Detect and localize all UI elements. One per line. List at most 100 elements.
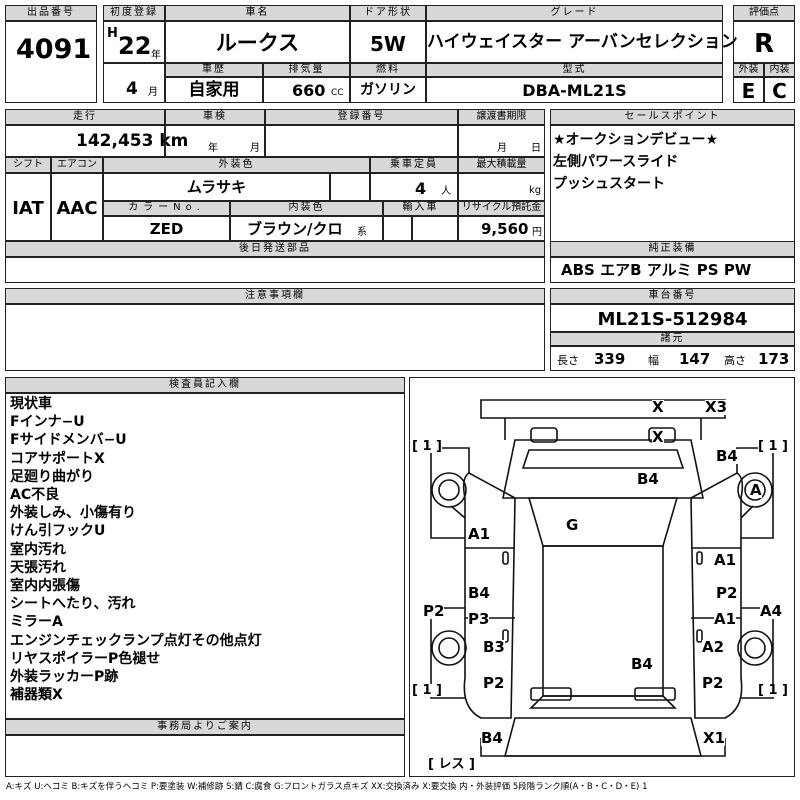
damage-mark: X3 xyxy=(705,398,728,416)
capacity-box: 4 人 xyxy=(370,173,458,201)
transfer-label-box: 譲渡書期限 xyxy=(458,109,545,125)
notes-label-box: 注意事項欄 xyxy=(5,288,545,304)
yen-unit: 円 xyxy=(532,227,542,238)
max-load-label: 最大積載量 xyxy=(476,159,527,170)
rear-bumper xyxy=(480,738,726,757)
import-label: 輸入車 xyxy=(402,202,439,213)
damage-mark: P3 xyxy=(468,610,490,628)
damage-mark: X1 xyxy=(703,729,726,747)
int-color-label-box: 内装色 xyxy=(230,201,383,216)
fuel-box: ガソリン xyxy=(350,77,426,103)
lot-box: 4091 xyxy=(5,21,97,103)
int-score-label: 内装 xyxy=(769,64,790,75)
damage-mark: A4 xyxy=(760,602,783,620)
height-label: 高さ xyxy=(724,354,746,367)
inspection-label: 車検 xyxy=(203,111,227,122)
damage-mark: A1 xyxy=(714,551,737,569)
car-name: ルークス xyxy=(215,31,300,55)
history-box: 自家用 xyxy=(165,77,263,103)
car-name-box: ルークス xyxy=(165,21,350,63)
car-name-label: 車名 xyxy=(245,7,270,18)
left-fender xyxy=(430,447,470,539)
ext-color-label: 外装色 xyxy=(218,159,255,170)
rear-door-handle-right xyxy=(696,629,703,643)
office-box xyxy=(5,735,405,777)
front-bumper-ends xyxy=(504,418,702,440)
grade-label: グレード xyxy=(550,7,599,18)
sales-point-item: 左側パワースライド xyxy=(553,154,679,170)
ext-score-label-box: 外装 xyxy=(733,63,764,77)
equipment-box: ABS エアB アルミ PS PW xyxy=(550,257,795,283)
grade: ハイウェイスター アーバンセレクション xyxy=(427,32,738,52)
color-no-label-box: カラーNo. xyxy=(103,201,230,216)
recycle-label-box: リサイクル預託金 xyxy=(458,201,545,216)
inspector-note: エンジンチェックランプ点灯その他点灯 xyxy=(10,632,262,649)
inspector-note: 室内内張傷 xyxy=(10,578,80,594)
first-reg-year-box: H 22 年 xyxy=(103,21,165,63)
inspector-note: 室内汚れ xyxy=(10,541,66,558)
inspection-month-unit: 月 xyxy=(250,143,260,154)
chassis-number: ML21S-512984 xyxy=(597,309,748,330)
inspector-note: 天張汚れ xyxy=(10,559,66,576)
displacement-label-box: 排気量 xyxy=(263,63,350,77)
year-unit: 年 xyxy=(151,50,161,61)
door-box: 5W xyxy=(350,21,426,63)
int-score-label-box: 内装 xyxy=(764,63,795,77)
notes-box xyxy=(5,304,545,371)
chassis-box: ML21S-512984 xyxy=(550,304,795,332)
capacity-label-box: 乗車定員 xyxy=(370,157,458,173)
grille xyxy=(521,449,685,469)
sales-point-item: プッシュスタート xyxy=(553,176,665,192)
color-no: ZED xyxy=(149,220,184,238)
chassis-label-box: 車台番号 xyxy=(550,288,795,304)
wheel-rear-right xyxy=(737,630,773,666)
exterior-score: E xyxy=(741,79,756,103)
car-damage-diagram xyxy=(430,399,774,757)
dims-label: 諸元 xyxy=(660,333,685,344)
rear-hatch xyxy=(503,717,703,757)
inspector-note: 外装ラッカーP跡 xyxy=(10,669,119,685)
damage-mark: P2 xyxy=(702,674,724,692)
ext-score-box: E xyxy=(733,77,764,103)
fuel-type: ガソリン xyxy=(360,82,416,98)
damage-mark: B3 xyxy=(483,638,505,656)
displacement: 660 xyxy=(292,81,326,100)
diagram-bracket-label: [ 1 ] xyxy=(758,439,788,454)
car-name-label-box: 車名 xyxy=(165,5,350,21)
later-parts-label: 後日発送部品 xyxy=(239,243,311,254)
history-label: 車歴 xyxy=(202,64,226,75)
width-value: 147 xyxy=(679,350,711,368)
aircon-box: AAC xyxy=(51,173,103,241)
damage-mark: A xyxy=(750,481,762,499)
ext-score-label: 外装 xyxy=(738,64,759,75)
aircon-label-box: エアコン xyxy=(51,157,103,173)
inspector-note: 足廻り曲がり xyxy=(10,468,94,485)
recycle-fee: 9,560 xyxy=(481,220,529,238)
fuel-label-box: 燃料 xyxy=(350,63,426,77)
model-box: DBA-ML21S xyxy=(426,77,723,103)
damage-mark: B4 xyxy=(631,655,653,673)
equipment-label: 純正装備 xyxy=(648,243,697,254)
damage-mark: A2 xyxy=(702,638,725,656)
aircon-label: エアコン xyxy=(57,159,97,170)
first-reg-label-box: 初度登録 xyxy=(103,5,165,21)
model-code: DBA-ML21S xyxy=(522,81,627,100)
wheel-front-right xyxy=(737,472,773,508)
later-parts-label-box: 後日発送部品 xyxy=(5,241,545,257)
reg-month: 4 xyxy=(126,79,138,99)
grade-box: ハイウェイスター アーバンセレクション xyxy=(426,21,738,63)
damage-mark: B4 xyxy=(716,447,738,465)
diagram-bracket-label: [ 1 ] xyxy=(412,439,442,454)
displacement-box: 660 CC xyxy=(263,77,350,103)
wheel-front-left-hub xyxy=(438,479,460,501)
score-label-box: 評価点 xyxy=(733,5,795,21)
notes-label: 注意事項欄 xyxy=(245,290,305,301)
transfer-box: 月 日 xyxy=(458,125,545,157)
era-label: H xyxy=(107,26,118,41)
kg-unit: kg xyxy=(529,185,542,196)
first-reg-month-box: 4 月 xyxy=(103,63,165,103)
displacement-label: 排気量 xyxy=(288,64,325,75)
inspector-note: けん引フックU xyxy=(10,523,106,540)
car-history: 自家用 xyxy=(188,80,240,100)
